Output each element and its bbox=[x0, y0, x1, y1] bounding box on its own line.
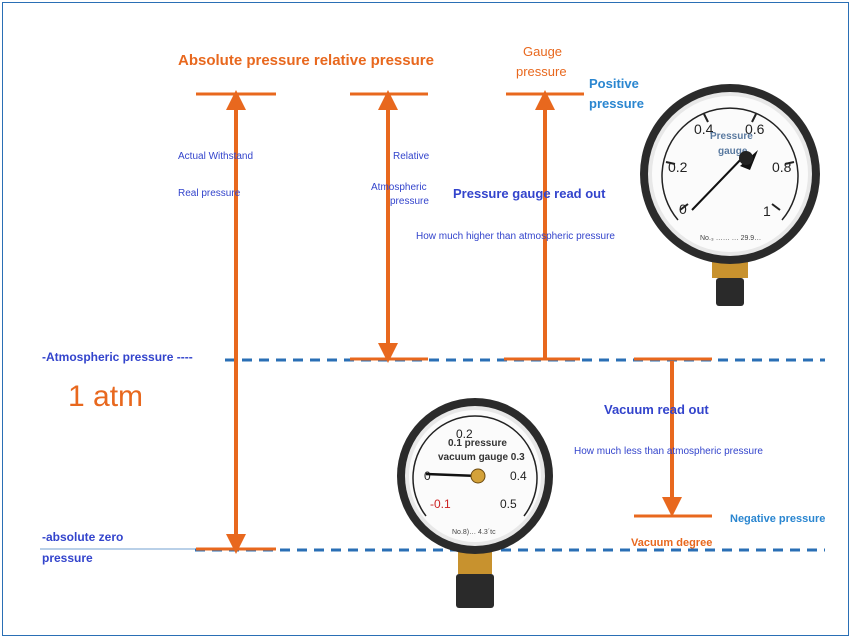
vacuum-scale-0-4: 0.4 bbox=[510, 469, 527, 483]
positive-pressure-label-1: Positive bbox=[589, 76, 639, 91]
less-than-atmospheric-note: How much less than atmospheric pressure bbox=[574, 446, 763, 457]
pressure-scale-0-6: 0.6 bbox=[745, 121, 765, 137]
vacuum-gauge-serial: No.8)… 4.3´tc bbox=[452, 529, 496, 536]
actual-withstand-label: Actual Withstand bbox=[178, 151, 254, 162]
vacuum-gauge-icon: -0.1 0 0.2 0.4 0.5 0.1 pressure vacuum g… bbox=[397, 398, 553, 608]
vacuum-gauge-title-1: 0.1 pressure bbox=[448, 438, 507, 449]
vacuum-scale-0: 0 bbox=[424, 469, 431, 483]
atmospheric-label-1: Atmospheric bbox=[371, 182, 427, 193]
pressure-gauge-icon: 0 0.2 0.4 0.6 0.8 1 Pressure gauge No.₃ … bbox=[640, 84, 820, 306]
pressure-gauge-title-2: gauge bbox=[718, 146, 748, 157]
vacuum-degree-label: Vacuum degree bbox=[631, 537, 713, 549]
pressure-gauge-title-1: Pressure bbox=[710, 131, 753, 142]
one-atm-label: 1 atm bbox=[68, 380, 144, 413]
pressure-scale-0-2: 0.2 bbox=[668, 159, 688, 175]
vacuum-scale-0-2: 0.2 bbox=[456, 427, 473, 441]
higher-than-atmospheric-note: How much higher than atmospheric pressur… bbox=[416, 231, 615, 242]
atmospheric-label-2: pressure bbox=[390, 196, 429, 207]
vacuum-gauge-title-2: vacuum gauge 0.3 bbox=[438, 452, 525, 463]
pressure-gauge-read-out: Pressure gauge read out bbox=[453, 186, 606, 201]
pressure-scale-1: 1 bbox=[763, 203, 771, 219]
gauge-pressure-label-1: Gauge bbox=[523, 44, 563, 59]
relative-label: Relative bbox=[393, 151, 430, 162]
vacuum-scale-neg: -0.1 bbox=[430, 497, 451, 511]
pressure-gauge-serial: No.₃ …… … 29.9… bbox=[700, 235, 761, 242]
real-pressure-label: Real pressure bbox=[178, 188, 241, 199]
absolute-relative-title: Absolute pressure relative pressure bbox=[178, 52, 434, 69]
vacuum-read-out: Vacuum read out bbox=[604, 402, 709, 417]
pressure-scale-0-4: 0.4 bbox=[694, 121, 714, 137]
positive-pressure-label-2: pressure bbox=[589, 96, 644, 111]
gauge-pressure-label-2: pressure bbox=[516, 64, 567, 79]
absolute-zero-label-1: -absolute zero bbox=[42, 530, 124, 544]
negative-pressure-label: Negative pressure bbox=[730, 513, 826, 525]
atmospheric-pressure-label: -Atmospheric pressure ---- bbox=[42, 350, 193, 364]
pressure-scale-0-8: 0.8 bbox=[772, 159, 792, 175]
pressure-scale-0: 0 bbox=[679, 201, 687, 217]
absolute-zero-label-2: pressure bbox=[42, 551, 93, 565]
vacuum-scale-0-5: 0.5 bbox=[500, 497, 517, 511]
